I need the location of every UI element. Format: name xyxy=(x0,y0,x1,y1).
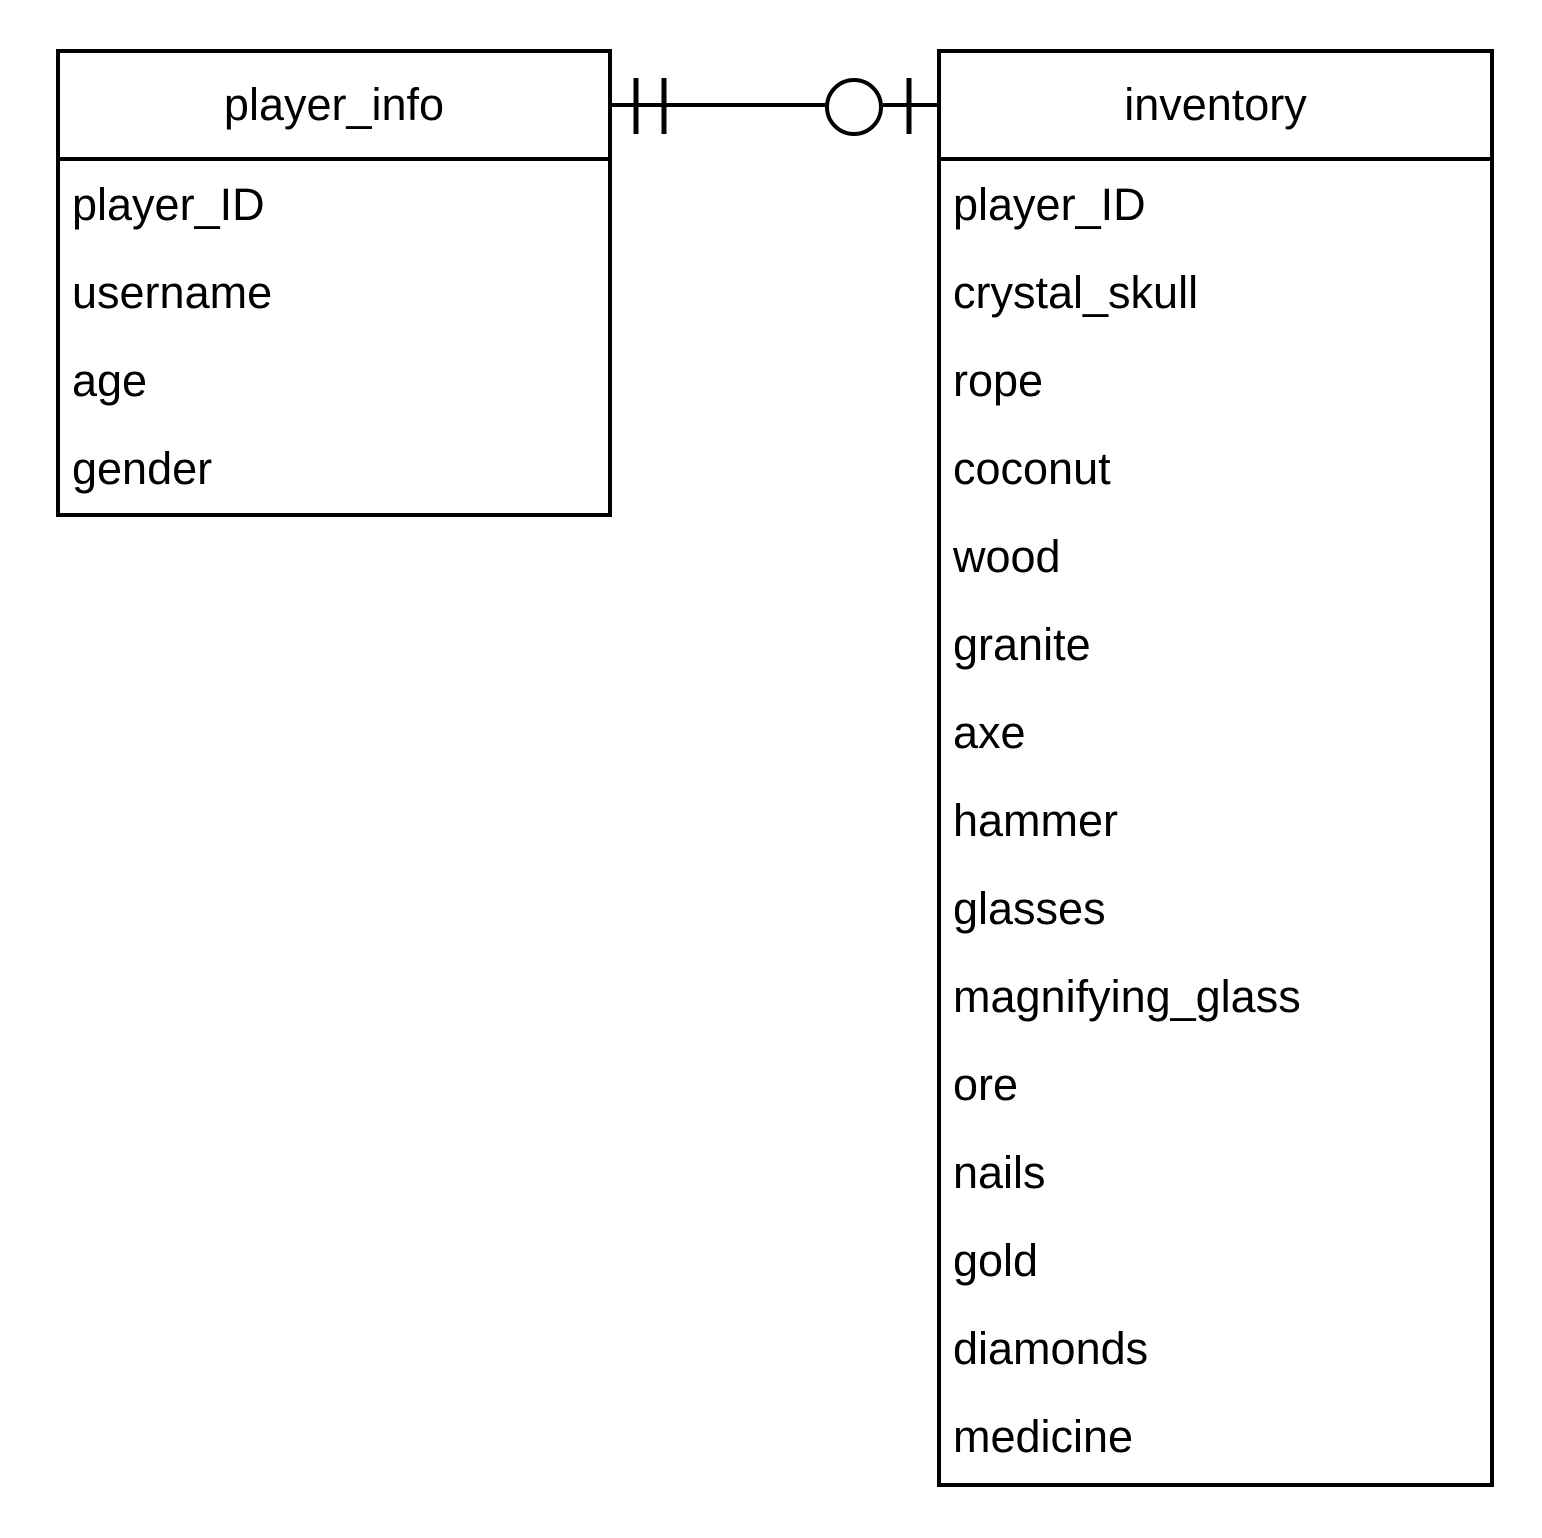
zero-optional-circle xyxy=(825,78,883,136)
attribute-item: crystal_skull xyxy=(953,267,1199,318)
attribute-item: diamonds xyxy=(953,1323,1149,1374)
attribute-item: gender xyxy=(72,443,213,494)
attribute-item: age xyxy=(72,355,148,406)
attribute-item: player_ID xyxy=(953,179,1146,230)
entity-inventory: inventory player_ID crystal_skull rope c… xyxy=(937,49,1494,1487)
attribute-list: player_ID crystal_skull rope coconut woo… xyxy=(941,161,1490,1481)
attribute-item: nails xyxy=(953,1147,1046,1198)
attribute-item: rope xyxy=(953,355,1044,406)
attribute-item: gold xyxy=(953,1235,1039,1286)
entity-title: inventory xyxy=(941,53,1490,161)
attribute-item: username xyxy=(72,267,273,318)
attribute-item: axe xyxy=(953,707,1026,758)
attribute-item: ore xyxy=(953,1059,1019,1110)
attribute-list: player_ID username age gender xyxy=(60,161,608,513)
attribute-item: wood xyxy=(953,531,1061,582)
entity-player-info: player_info player_ID username age gende… xyxy=(56,49,612,517)
attribute-item: medicine xyxy=(953,1411,1134,1462)
attribute-item: glasses xyxy=(953,883,1106,934)
attribute-item: granite xyxy=(953,619,1091,670)
attribute-item: coconut xyxy=(953,443,1111,494)
attribute-item: hammer xyxy=(953,795,1119,846)
attribute-item: player_ID xyxy=(72,179,265,230)
attribute-item: magnifying_glass xyxy=(953,971,1301,1022)
entity-title: player_info xyxy=(60,53,608,161)
